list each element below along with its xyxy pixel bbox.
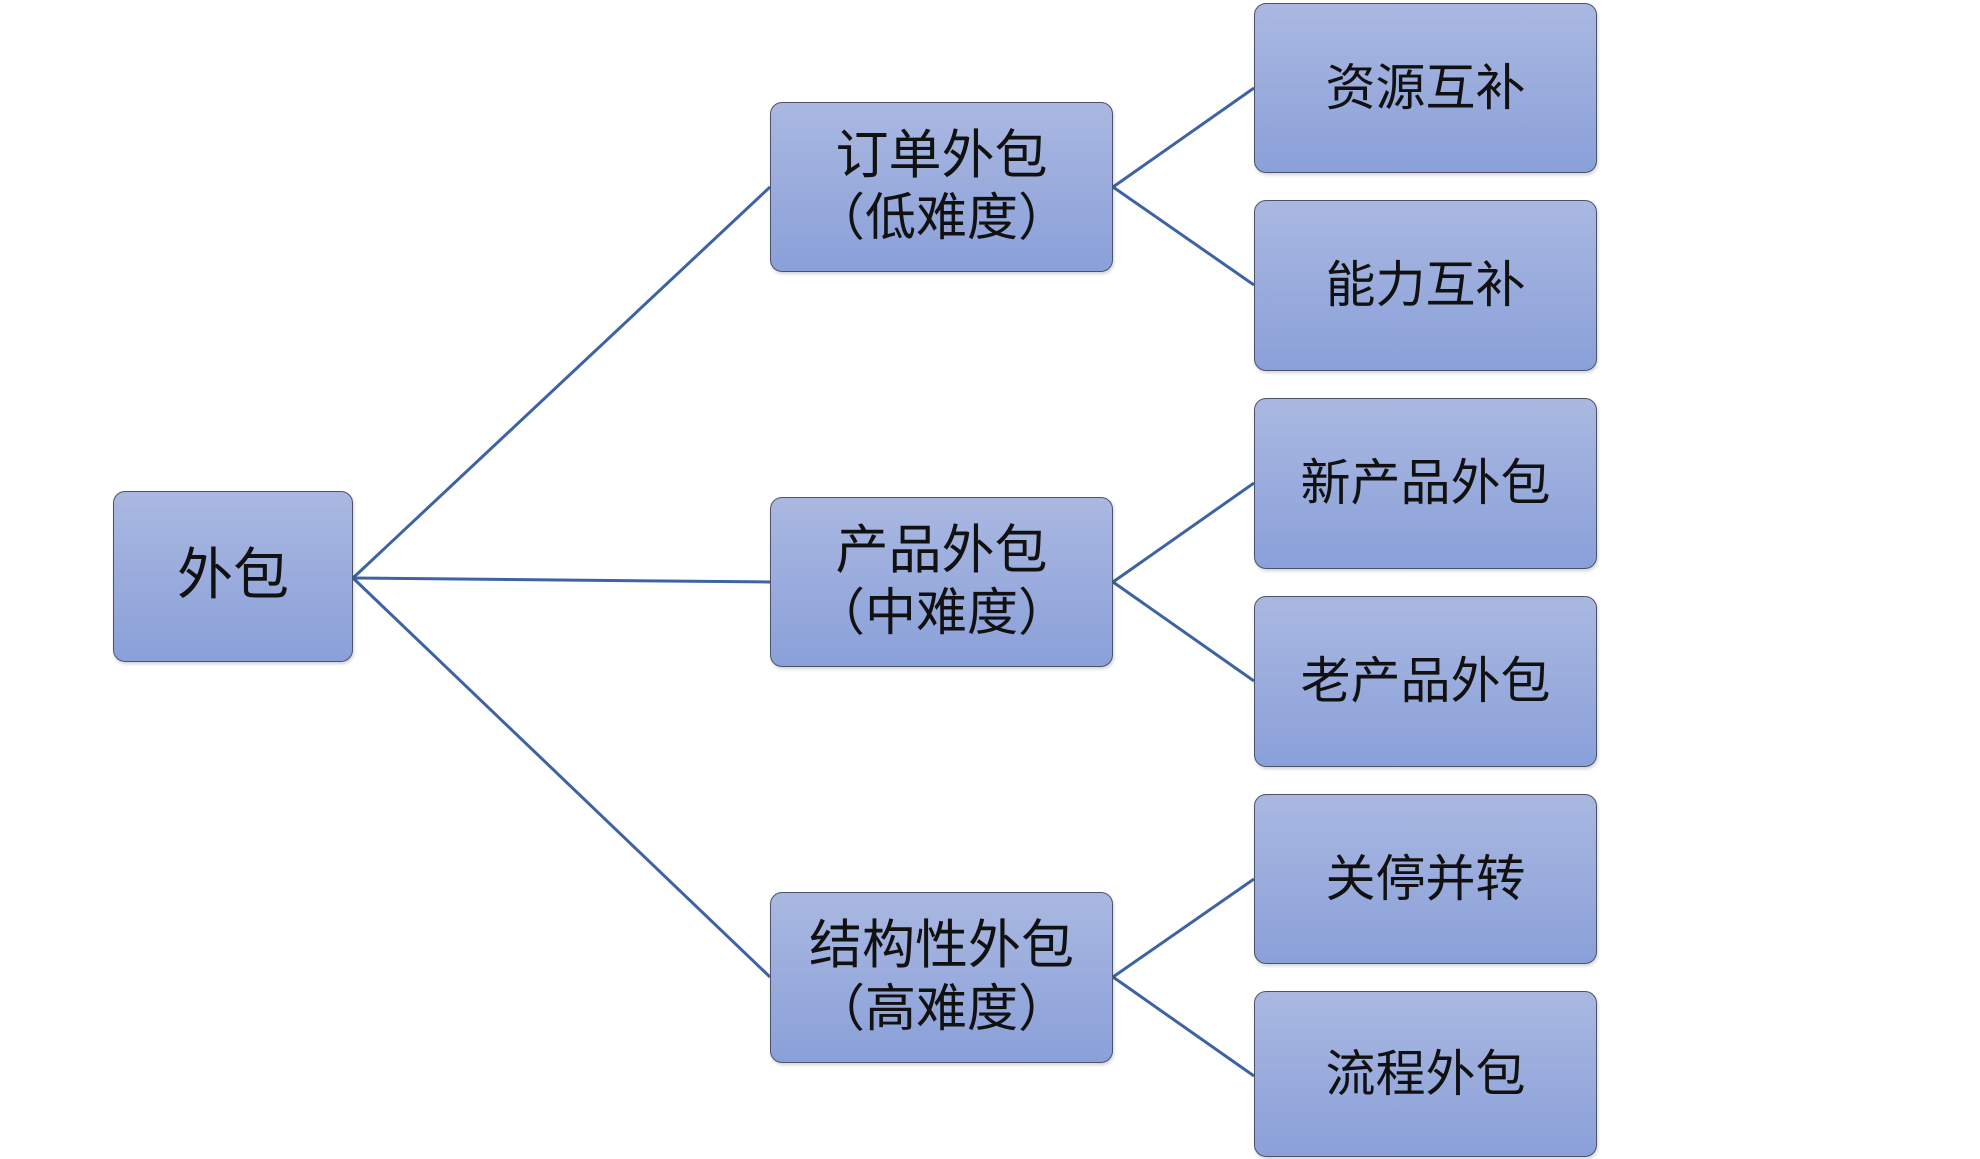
connector-product-to-new <box>1112 481 1255 584</box>
leaf-node-process-outsourcing: 流程外包 <box>1254 991 1597 1157</box>
leaf-node-shutdown-merge-transfer: 关停并转 <box>1254 794 1597 964</box>
connector-order-to-resource <box>1112 86 1255 189</box>
root-node: 外包 <box>113 491 353 662</box>
leaf-label: 资源互补 <box>1325 58 1526 117</box>
leaf-node-old-product-outsourcing: 老产品外包 <box>1254 596 1597 767</box>
connector-root-to-structural <box>351 576 772 979</box>
leaf-node-capability-complement: 能力互补 <box>1254 200 1597 371</box>
branch-node-product-outsourcing: 产品外包 （中难度） <box>770 497 1113 667</box>
branch-difficulty: （高难度） <box>813 979 1069 1039</box>
leaf-label: 老产品外包 <box>1300 652 1551 710</box>
branch-difficulty: （低难度） <box>813 189 1069 249</box>
branch-title: 产品外包 <box>835 519 1048 581</box>
connector-product-to-old <box>1112 580 1255 683</box>
branch-node-structural-outsourcing: 结构性外包 （高难度） <box>770 892 1113 1063</box>
connector-order-to-capability <box>1112 185 1255 287</box>
connector-root-to-order <box>351 185 772 580</box>
branch-title: 订单外包 <box>835 124 1048 186</box>
leaf-label: 新产品外包 <box>1300 454 1551 512</box>
connector-root-to-product <box>352 576 771 584</box>
connector-structural-to-process <box>1112 975 1255 1078</box>
leaf-label: 能力互补 <box>1325 256 1526 314</box>
leaf-label: 流程外包 <box>1325 1044 1526 1103</box>
branch-title: 结构性外包 <box>809 915 1074 977</box>
leaf-node-new-product-outsourcing: 新产品外包 <box>1254 398 1597 569</box>
leaf-node-resource-complement: 资源互补 <box>1254 3 1597 173</box>
branch-difficulty: （中难度） <box>813 584 1069 644</box>
connector-structural-to-shutdown <box>1112 877 1255 979</box>
branch-node-order-outsourcing: 订单外包 （低难度） <box>770 102 1113 272</box>
leaf-label: 关停并转 <box>1325 849 1526 908</box>
root-label: 外包 <box>177 543 289 609</box>
